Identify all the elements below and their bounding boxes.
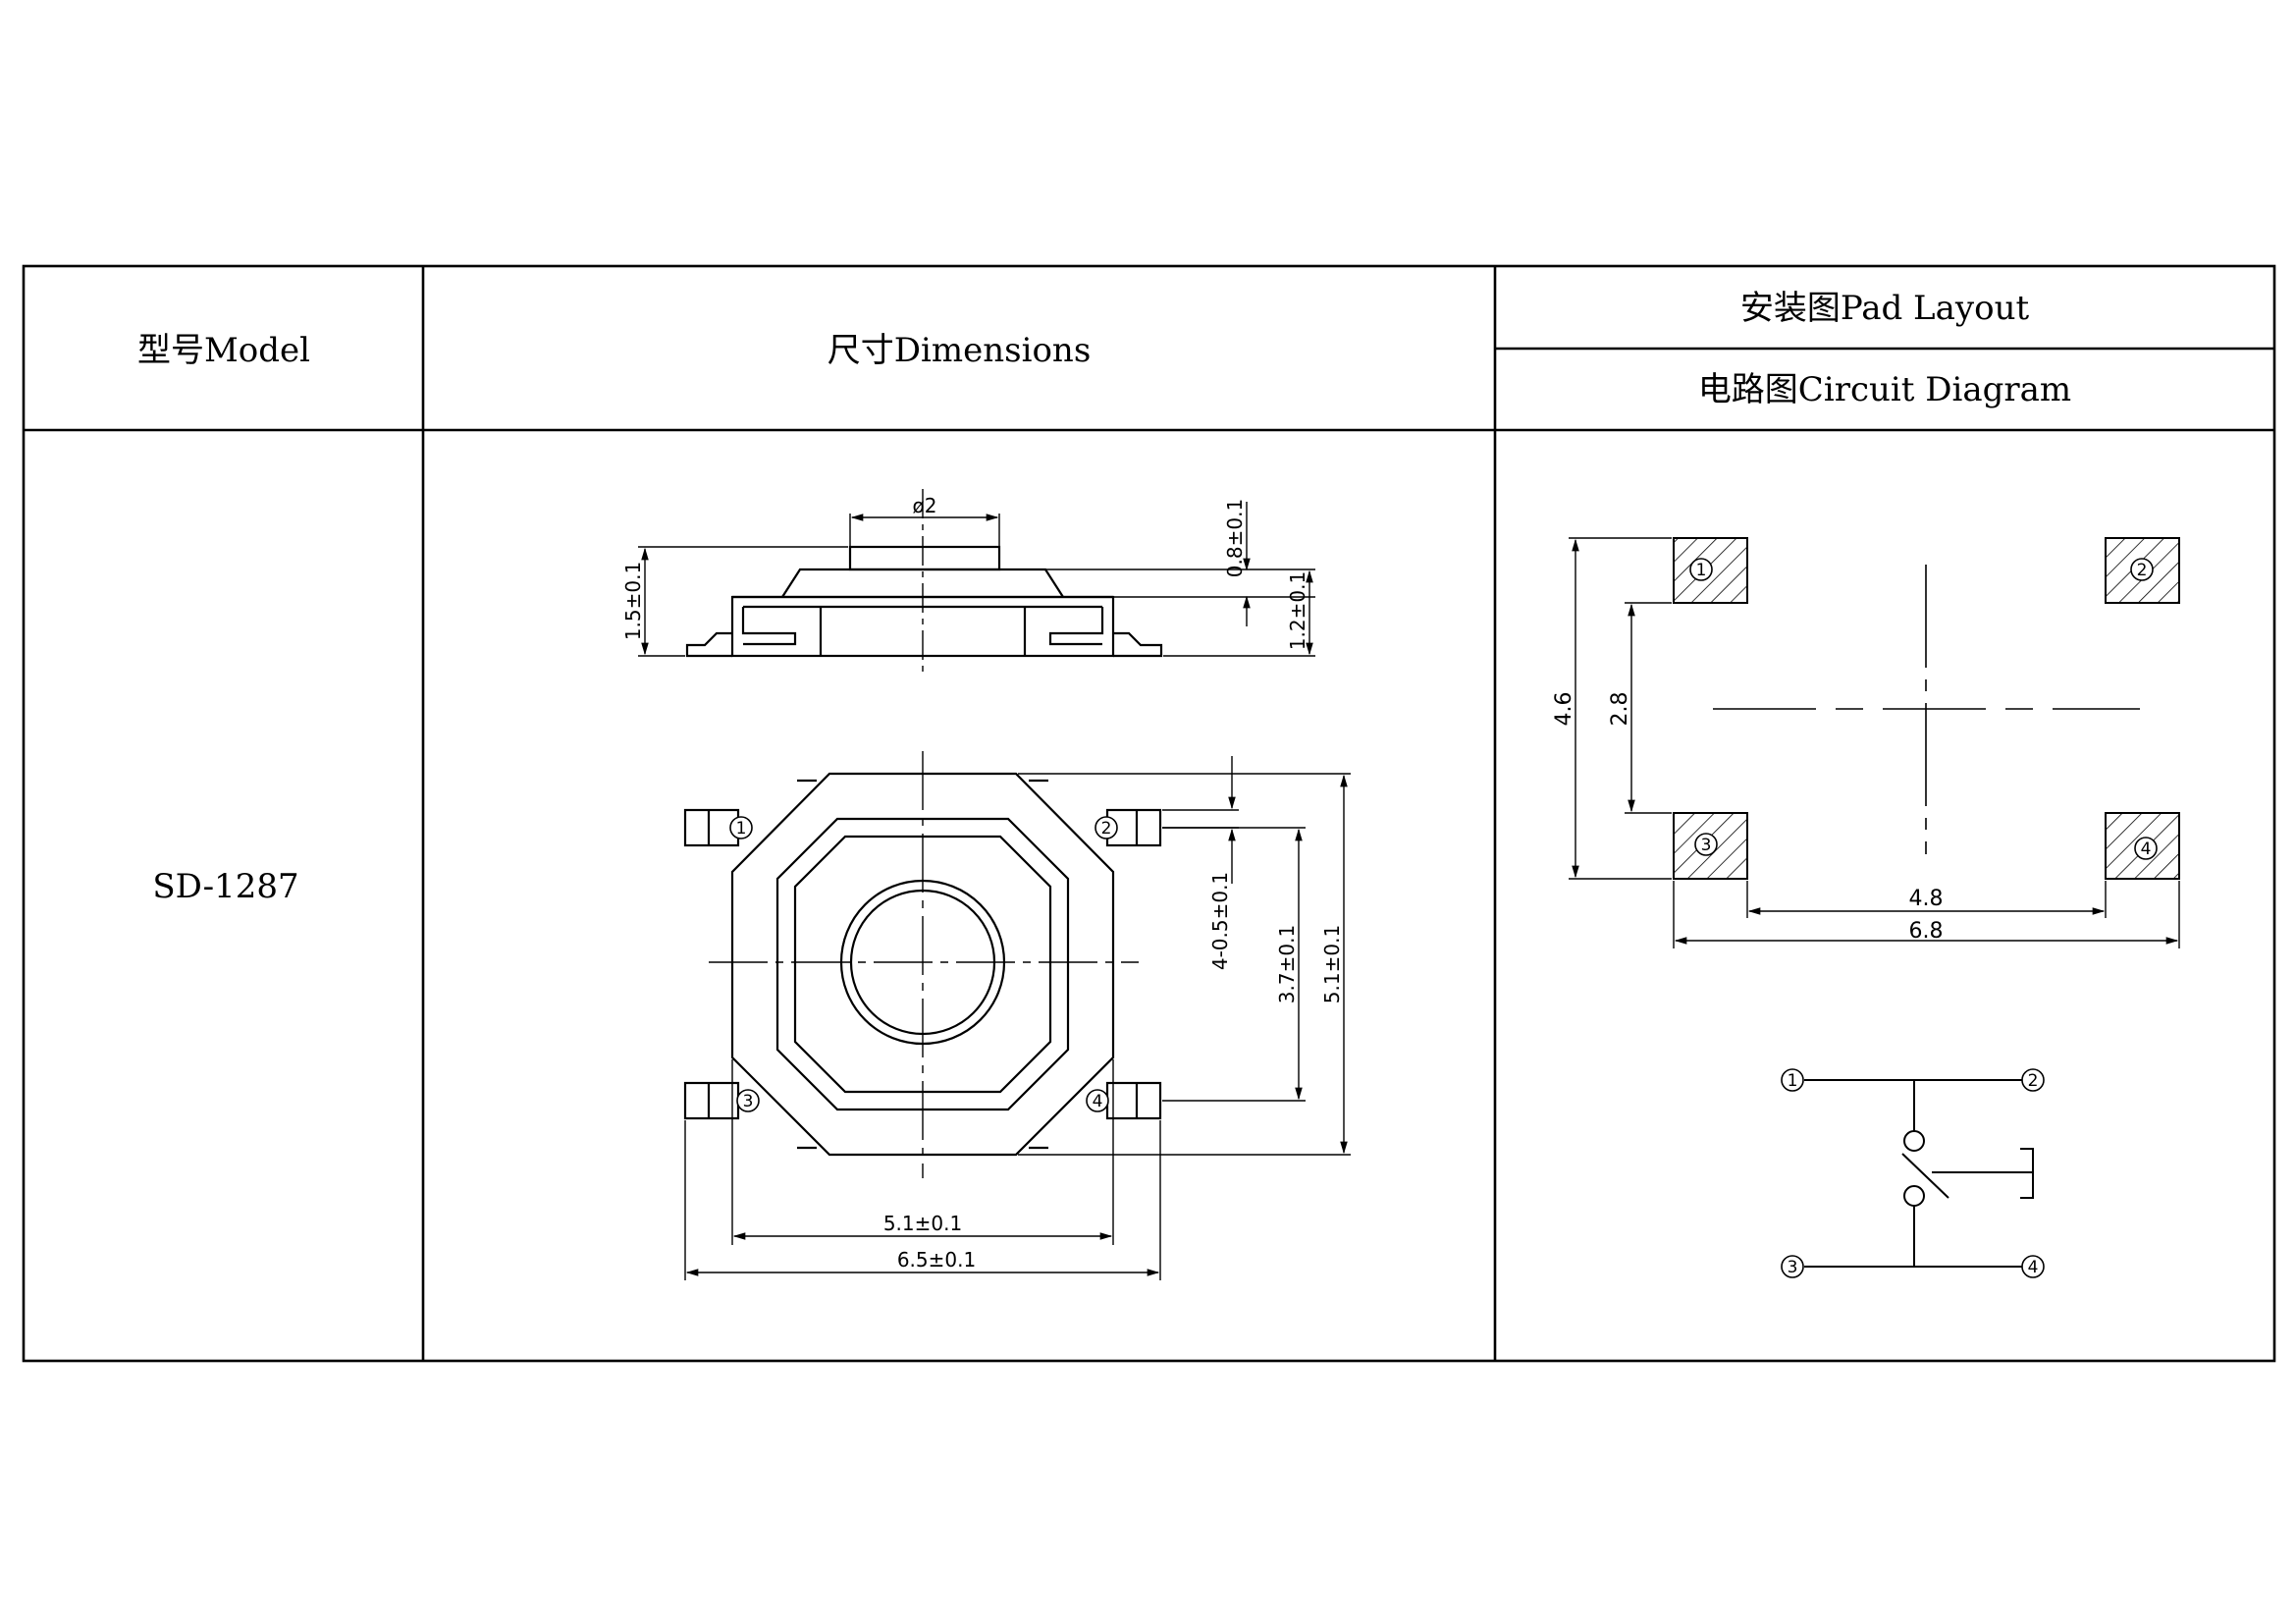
pad-layout-drawing (1673, 537, 2180, 880)
circuit-pin-4: 4 (2028, 1258, 2039, 1277)
top-pin-4: 4 (1093, 1092, 1103, 1111)
model-number: SD-1287 (152, 867, 298, 906)
pad-layout-dimensions (1569, 537, 2180, 948)
dimensions-header: 尺寸Dimensions (828, 331, 1092, 370)
pad-inner-height-label: 2.8 (1608, 692, 1632, 727)
pad-label-1: 1 (1696, 561, 1707, 580)
pad-label-3: 3 (1701, 836, 1712, 855)
top-pin-1: 1 (736, 819, 747, 839)
top-view-dimensions (684, 756, 1351, 1280)
body-height-label-top: 5.1±0.1 (1320, 925, 1344, 1003)
spec-table (22, 264, 2276, 1363)
circuit-pin-3: 3 (1788, 1258, 1798, 1277)
circuit-pin-markers (1781, 1068, 2045, 1278)
top-view-drawing (683, 751, 1162, 1178)
top-view-pin-markers (729, 816, 1118, 1112)
circuit-schematic (1804, 1079, 2034, 1268)
terminal-width-label: 4-0.5±0.1 (1208, 872, 1232, 970)
top-pin-2: 2 (1101, 819, 1112, 839)
total-height-label: 1.5±0.1 (621, 562, 645, 640)
pad-layout-header: 安装图Pad Layout (1740, 289, 2030, 328)
circuit-pin-2: 2 (2028, 1071, 2039, 1091)
pad-label-4: 4 (2141, 839, 2152, 859)
body-width-label: 5.1±0.1 (883, 1212, 962, 1235)
actuator-height-label: 0.8±0.1 (1223, 499, 1247, 577)
top-pin-3: 3 (743, 1092, 754, 1111)
pad-markers (1689, 558, 2158, 860)
side-view-drawing (685, 489, 1163, 676)
actuator-diameter-label: ø2 (913, 494, 937, 517)
model-header: 型号Model (137, 331, 310, 370)
pad-inner-width-label: 4.8 (1909, 887, 1944, 911)
body-height-label-side: 1.2±0.1 (1286, 571, 1309, 650)
pad-outer-width-label: 6.8 (1909, 919, 1944, 944)
pad-2 (2105, 537, 2180, 604)
circuit-diagram-header: 电路图Circuit Diagram (1698, 370, 2071, 409)
overall-width-label: 6.5±0.1 (897, 1248, 976, 1272)
side-view-dimensions (638, 502, 1315, 657)
pad-outer-height-label: 4.6 (1552, 692, 1576, 727)
pad-label-2: 2 (2137, 561, 2148, 580)
circuit-pin-1: 1 (1788, 1071, 1798, 1091)
pin-pitch-label: 3.7±0.1 (1275, 925, 1299, 1003)
